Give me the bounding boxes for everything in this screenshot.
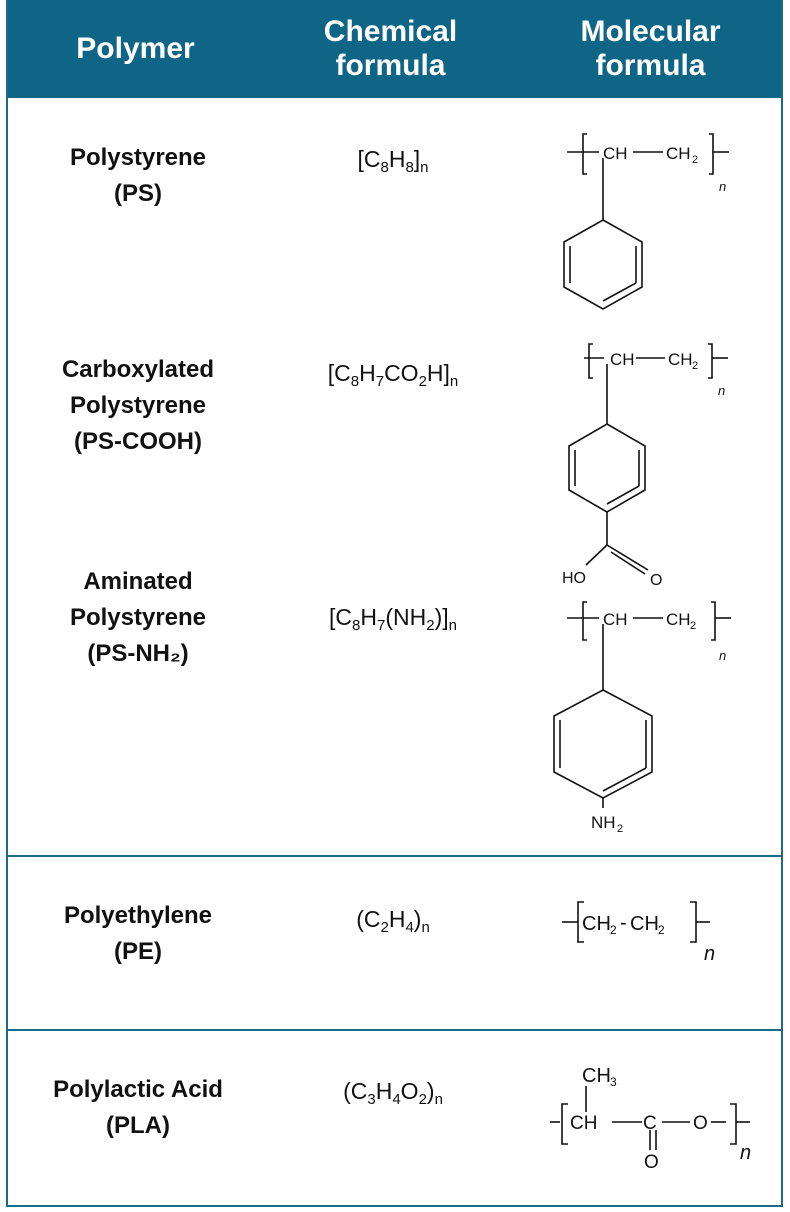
formula-text: ] xyxy=(413,146,421,172)
formula-text: CO xyxy=(384,360,419,386)
ch3-label: CH xyxy=(582,1065,611,1087)
formula-text: H] xyxy=(426,360,450,386)
formula-text: (C xyxy=(356,906,381,932)
ch2-label: CH xyxy=(666,144,691,163)
formula-subscript: 8 xyxy=(405,159,414,176)
chemical-formula-ps-cooh: [C8H7CO2H]n xyxy=(268,360,518,390)
header-chemical-formula: Chemical formula xyxy=(263,0,518,98)
ch2-subscript: 2 xyxy=(658,923,665,937)
formula-subscript: n xyxy=(434,1091,443,1108)
row-divider xyxy=(8,855,781,857)
ch2-subscript: 2 xyxy=(610,923,617,937)
chemical-formula-ps: [C8H8]n xyxy=(268,146,518,176)
formula-text: H xyxy=(375,1078,393,1104)
nh2-label: NH xyxy=(591,813,616,832)
ch2-subscript: 2 xyxy=(692,154,698,166)
formula-text: )] xyxy=(434,604,449,630)
chemical-formula-pe: (C2H4)n xyxy=(268,906,518,936)
formula-text: [C xyxy=(329,604,353,630)
n-subscript: n xyxy=(719,648,726,663)
ch-label: CH xyxy=(603,610,628,629)
bond-dash: - xyxy=(620,912,627,934)
formula-subscript: 2 xyxy=(426,617,435,634)
c-label: C xyxy=(643,1113,657,1134)
formula-text: H xyxy=(388,906,406,932)
ch2-label: CH xyxy=(666,610,691,629)
structure-ps-nh2: CH CH 2 n NH 2 xyxy=(553,601,731,835)
formula-subscript: n xyxy=(448,617,457,634)
formula-subscript: 8 xyxy=(352,617,361,634)
table-header: Polymer Chemical formula Molecular formu… xyxy=(8,0,781,98)
formula-subscript: 7 xyxy=(375,373,385,390)
polymer-name-ps: Polystyrene (PS) xyxy=(69,144,207,207)
ho-label: HO xyxy=(562,570,586,587)
ch-label: CH xyxy=(610,350,635,369)
header-molecular-formula: Molecular formula xyxy=(518,0,783,98)
header-polymer: Polymer xyxy=(8,0,263,98)
formula-subscript: 7 xyxy=(376,617,386,634)
header-polymer-line: Polymer xyxy=(76,32,195,65)
polymer-table: Polymer Chemical formula Molecular formu… xyxy=(6,0,783,1207)
formula-subscript: n xyxy=(420,159,429,176)
header-molecular-line-2: formula xyxy=(595,49,706,82)
ch3-subscript: 3 xyxy=(610,1075,617,1089)
ester-o-label: O xyxy=(693,1113,708,1134)
ch-label: CH xyxy=(570,1113,597,1134)
header-chemical-line-1: Chemical xyxy=(323,15,458,48)
header-molecular-line-1: Molecular xyxy=(580,15,721,48)
formula-text: ) xyxy=(426,1078,435,1104)
formula-text: O xyxy=(400,1078,419,1104)
polymer-name-pe: Polyethylene (PE) xyxy=(63,902,213,965)
structure-ps-cooh: CH CH 2 n HO O xyxy=(562,343,728,589)
formula-subscript: 4 xyxy=(405,919,414,936)
header-chemical-line-2: formula xyxy=(335,49,446,82)
chemical-formula-ps-nh2: [C8H7(NH2)]n xyxy=(268,604,518,634)
formula-subscript: 4 xyxy=(392,1091,401,1108)
formula-subscript: 2 xyxy=(418,1091,427,1108)
polymer-name-ps-nh2: Aminated Polystyrene (PS-NH₂) xyxy=(69,568,207,667)
polymer-name-pla: Polylactic Acid (PLA) xyxy=(53,1076,223,1139)
formula-text: [C xyxy=(327,360,351,386)
nh2-subscript: 2 xyxy=(617,823,623,835)
formula-text: (C xyxy=(343,1078,368,1104)
n-subscript: n xyxy=(704,943,715,965)
n-subscript: n xyxy=(718,383,725,398)
n-subscript: n xyxy=(740,1142,751,1164)
row-divider xyxy=(8,1029,781,1031)
ch2-label: CH xyxy=(668,350,693,369)
formula-subscript: 8 xyxy=(350,373,360,390)
ch2-subscript: 2 xyxy=(692,360,698,372)
structure-pla: CH 3 CH C O O n xyxy=(550,1065,751,1173)
formula-text: [C xyxy=(357,146,381,172)
formula-subscript: n xyxy=(449,373,459,390)
formula-subscript: n xyxy=(421,919,430,936)
structure-ps: CH CH 2 n xyxy=(563,133,729,310)
ch2-label: CH xyxy=(630,913,659,935)
structure-pe: CH 2 - CH 2 n xyxy=(562,901,715,965)
formula-text: ) xyxy=(413,906,422,932)
ch-label: CH xyxy=(603,144,628,163)
formula-text: H xyxy=(388,146,406,172)
formula-text: (NH xyxy=(385,604,427,630)
formula-text: H xyxy=(359,360,376,386)
chemical-formula-pla: (C3H4O2)n xyxy=(268,1078,518,1108)
carbonyl-o-label: O xyxy=(644,1152,659,1173)
formula-subscript: 2 xyxy=(380,919,389,936)
n-subscript: n xyxy=(719,179,726,194)
formula-subscript: 8 xyxy=(380,159,389,176)
formula-text: H xyxy=(360,604,377,630)
ch2-label: CH xyxy=(582,913,611,935)
polymer-name-ps-cooh: Carboxylated Polystyrene (PS-COOH) xyxy=(61,356,215,455)
ch2-subscript: 2 xyxy=(690,620,696,632)
formula-subscript: 3 xyxy=(367,1091,376,1108)
o-label: O xyxy=(650,572,662,589)
formula-subscript: 2 xyxy=(418,373,427,390)
